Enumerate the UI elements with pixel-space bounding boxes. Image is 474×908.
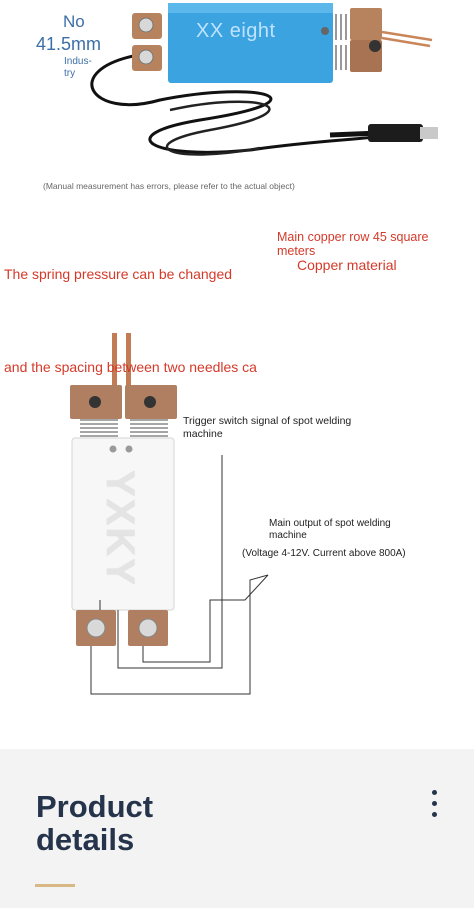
product-details-title: Product details: [36, 789, 154, 857]
power-cable: [90, 53, 391, 154]
right-springs: [335, 14, 347, 70]
copper-material-annotation: Copper material: [297, 257, 397, 273]
diagram-needle-right: [126, 333, 131, 388]
spring-pressure-annotation: The spring pressure can be changed: [4, 266, 233, 282]
voltage-label: (Voltage 4-12V. Current above 800A): [242, 548, 406, 559]
size-label: 41.5mm: [36, 34, 102, 54]
diagram-needle-left: [112, 333, 117, 388]
model-no-label: No: [63, 12, 85, 31]
needle-bottom: [381, 36, 431, 48]
device-brand-text: XX eight: [196, 20, 276, 42]
diagram-brand-text: YXKY: [98, 470, 142, 587]
dc-plug: [368, 124, 423, 142]
main-output-label: Main output of spot welding machine: [269, 518, 391, 541]
right-electrode-top: [350, 8, 382, 40]
industry-label: Indus-try: [64, 56, 92, 79]
measurement-note: (Manual measurement has errors, please r…: [43, 181, 295, 191]
needle-spacing-annotation: and the spacing between two needles ca: [4, 359, 257, 375]
copper-row-annotation: Main copper row 45 square meters: [277, 230, 429, 258]
more-options-icon[interactable]: [424, 790, 444, 824]
blue-device-body: [168, 3, 333, 83]
title-underline: [35, 884, 75, 887]
needle-top: [381, 30, 433, 42]
diagram-wires: [90, 455, 269, 695]
trigger-signal-label: Trigger switch signal of spot welding ma…: [183, 415, 352, 440]
product-details-section: [0, 749, 474, 908]
diagram-white-body: [71, 437, 175, 611]
diagram-springs: [80, 419, 168, 437]
